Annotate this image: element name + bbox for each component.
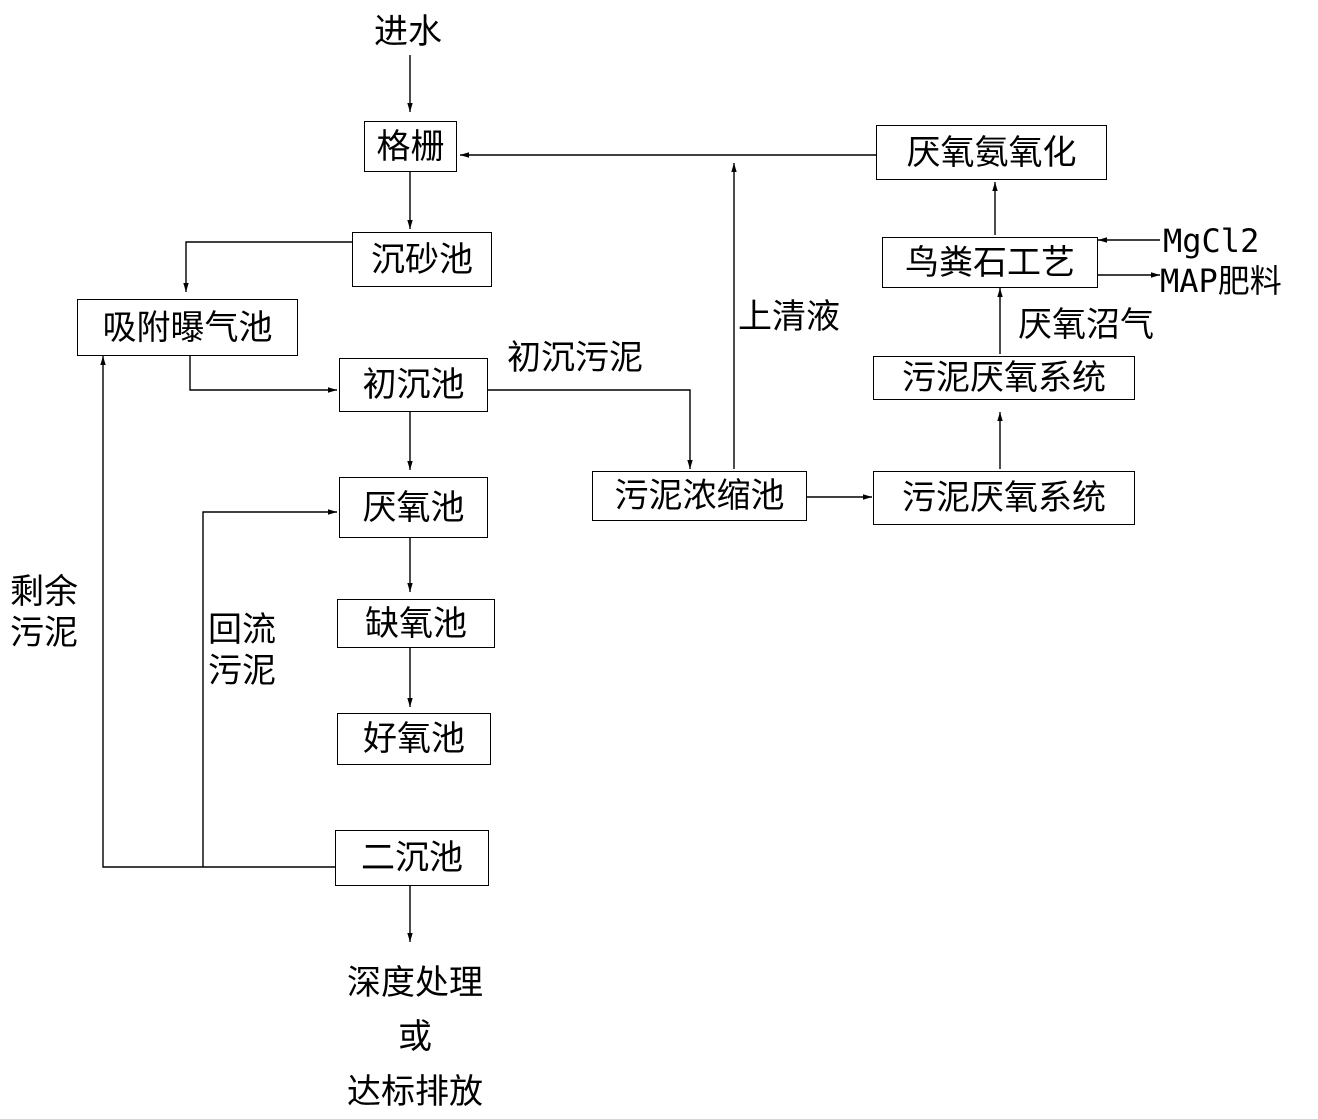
supernatant-label: 上清液: [738, 297, 840, 337]
struvite-process-label: 鸟粪石工艺: [905, 242, 1075, 283]
anoxic-tank-box: 缺氧池: [337, 599, 495, 648]
adsorption-aeration-tank-box: 吸附曝气池: [77, 299, 298, 356]
residual-sludge-line-1: 剩余: [10, 572, 78, 612]
anammox-label: 厌氧氨氧化: [906, 132, 1077, 173]
grit-chamber-label: 沉砂池: [371, 239, 473, 280]
arrow-residual-sludge: [100, 356, 335, 868]
final-outflow-line-2: 或: [398, 1017, 432, 1058]
arrow-adsorption-to-primary: [189, 356, 337, 393]
grit-chamber-box: 沉砂池: [352, 232, 492, 287]
sludge-anaerobic-system-1-label: 污泥厌氧系统: [902, 358, 1106, 398]
grille-label: 格栅: [376, 126, 445, 167]
arrow-return-sludge: [202, 509, 337, 867]
arrow-primary-sludge: [488, 389, 693, 469]
anaerobic-tank-box: 厌氧池: [339, 477, 488, 538]
aerobic-tank-label: 好氧池: [363, 719, 465, 759]
residual-sludge-line-2: 污泥: [10, 613, 78, 654]
arrow-grit-to-adsorption: [183, 241, 352, 292]
struvite-process-box: 鸟粪石工艺: [882, 237, 1098, 288]
sludge-thickener-box: 污泥浓缩池: [592, 471, 807, 521]
primary-clarifier-box: 初沉池: [339, 358, 488, 412]
anoxic-tank-label: 缺氧池: [365, 603, 467, 644]
sludge-thickener-label: 污泥浓缩池: [614, 476, 785, 516]
sludge-anaerobic-system-2-label: 污泥厌氧系统: [902, 478, 1106, 518]
secondary-clarifier-label: 二沉池: [361, 838, 463, 878]
final-outflow-line-1: 深度处理: [347, 963, 483, 1003]
return-sludge-line-1: 回流: [208, 610, 276, 650]
primary-sludge-label: 初沉污泥: [507, 338, 643, 378]
final-outflow-label: 深度处理 或 达标排放: [330, 956, 500, 1119]
sludge-anaerobic-system-2-box: 污泥厌氧系统: [873, 471, 1135, 525]
anammox-box: 厌氧氨氧化: [876, 125, 1107, 180]
mgcl2-label: MgCl2: [1163, 222, 1260, 260]
map-fertilizer-label: MAP肥料: [1160, 262, 1282, 300]
adsorption-aeration-tank-label: 吸附曝气池: [102, 307, 273, 348]
final-outflow-line-3: 达标排放: [347, 1071, 483, 1112]
return-sludge-label: 回流 污泥: [208, 610, 276, 693]
anaerobic-tank-label: 厌氧池: [362, 487, 465, 528]
primary-clarifier-label: 初沉池: [362, 365, 465, 405]
anaerobic-biogas-label: 厌氧沼气: [1018, 305, 1154, 345]
aerobic-tank-box: 好氧池: [337, 713, 491, 765]
grille-box: 格栅: [364, 121, 457, 172]
secondary-clarifier-box: 二沉池: [335, 830, 489, 886]
sludge-anaerobic-system-1-box: 污泥厌氧系统: [873, 356, 1135, 400]
inflow-label: 进水: [374, 12, 442, 52]
return-sludge-line-2: 污泥: [208, 651, 276, 692]
residual-sludge-label: 剩余 污泥: [10, 572, 78, 655]
